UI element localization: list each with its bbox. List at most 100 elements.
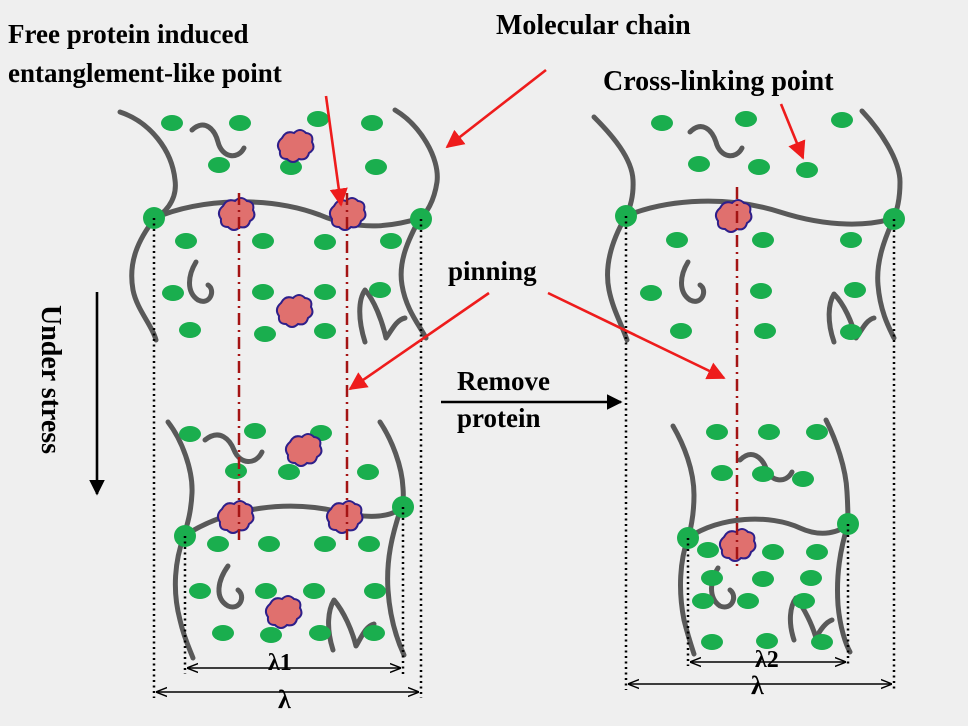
chain-lower-left [172,533,196,661]
chain-lower-left [678,535,697,657]
dot [840,324,862,340]
dot [697,542,719,558]
dot [207,536,229,552]
dot [364,583,386,599]
dot [806,424,828,440]
chain-lower-right [398,215,429,341]
boundary-lines [152,216,896,698]
dot [254,326,276,342]
dot [244,423,266,439]
dot [756,633,778,649]
dot [711,465,733,481]
chain-lower-left [605,213,630,343]
lambda-label: λ [278,685,291,714]
dot [357,464,379,480]
dot [307,111,329,127]
dot [752,232,774,248]
annotation-arrows [89,68,806,496]
cross-linking-pointer-arrow [779,103,806,160]
lambda2-label: λ2 [755,647,779,673]
dot [806,544,828,560]
molecular-chain-label: Molecular chain [496,10,691,41]
cross-linking-point-label: Cross-linking point [603,66,834,97]
dot [314,284,336,300]
text-labels: Free protein induced entanglement-like p… [8,10,834,714]
chain-zigzag [787,595,835,643]
pinning-label: pinning [448,256,537,286]
dot [363,625,385,641]
dot [314,536,336,552]
chain-upper-left [117,109,178,221]
remove-protein-label-line1: Remove [457,366,550,396]
chain-upper-right [823,417,851,527]
dot [278,464,300,480]
dot [258,536,280,552]
protein-blob [217,197,256,231]
protein-blob [284,433,323,467]
dot [175,233,197,249]
dot [162,285,184,301]
right-bottom-unit [670,417,859,657]
chain-hook [679,259,707,304]
protein-blob [276,129,315,163]
pinning-lines [237,187,739,570]
right-top-unit [591,108,905,345]
dot [800,570,822,586]
dot [361,115,383,131]
dot [252,233,274,249]
chain-upper-left [670,423,697,541]
protein-blob [718,528,757,562]
chain-zigzag [326,597,377,653]
chain-upper-right [392,107,440,221]
chain-crossband [181,503,404,539]
dot [651,115,673,131]
dot [225,463,247,479]
dot [380,233,402,249]
pinning-right-arrow [547,291,726,380]
chain-hook [216,563,245,610]
dot [754,323,776,339]
chain-wave [202,432,265,464]
dot [706,424,728,440]
dot [358,536,380,552]
chain-hook [187,259,215,304]
dot [640,285,662,301]
dot [840,232,862,248]
chain-crossband [152,199,423,229]
dot [314,323,336,339]
under-stress-label: Under stress [35,305,66,454]
dot [758,424,780,440]
chain-zigzag [357,287,408,345]
free-protein-label-line2: entanglement-like point [8,58,282,88]
free-protein-label-line1: Free protein induced [8,19,249,49]
dot [365,159,387,175]
dot [260,627,282,643]
dot [303,583,325,599]
dot [701,634,723,650]
free-protein-pointer-arrow [324,95,348,207]
protein-blob [275,294,314,328]
protein-blob [325,500,364,534]
chain-lower-right [835,521,853,655]
dot [752,571,774,587]
dot [208,157,230,173]
protein-blobs [216,129,757,629]
left-top-unit [117,107,440,345]
molecular-chain-pointer-arrow [445,68,547,149]
dot [688,156,710,172]
dot [369,282,391,298]
dot [831,112,853,128]
lambda1-label: λ1 [268,650,292,676]
dot [280,159,302,175]
chain-upper-left [591,114,636,219]
dot [762,544,784,560]
protein-blob [714,199,753,233]
pinning-left-arrow [348,291,490,391]
dot [735,111,757,127]
dot [252,284,274,300]
chain-upper-right [859,108,903,221]
dimension-arrows [157,662,891,692]
dot [212,625,234,641]
